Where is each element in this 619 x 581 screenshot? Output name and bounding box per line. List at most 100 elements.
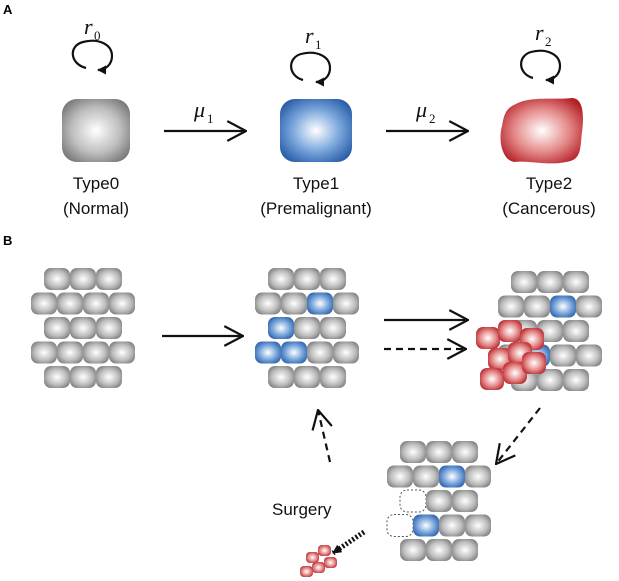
normal-cell [400,539,426,561]
normal-cell [563,271,589,293]
normal-cell [70,317,96,339]
normal-cell [426,490,452,512]
panel-b-letter: B [3,233,12,248]
premalignant-cell [307,292,333,315]
type2-desc: (Cancerous) [502,199,596,218]
normal-cell [576,295,602,318]
normal-cell [268,366,294,388]
type1-group: r 1 Type1 (Premalignant) [260,23,372,218]
normal-cell [70,366,96,388]
normal-cell [96,366,122,388]
mu1-symbol: μ [193,97,205,122]
transition-mu1: μ 1 [164,97,246,131]
arrow-cancer-to-surgery-dashed [496,407,541,464]
normal-cell [83,341,109,364]
type0-group: r 0 Type0 (Normal) [62,14,130,218]
tissue-cancerous [476,271,602,391]
normal-cell [426,441,452,463]
type0-desc: (Normal) [63,199,129,218]
normal-cell [268,268,294,290]
type1-rate-subscript: 1 [315,37,322,52]
premalignant-cell [439,465,465,488]
type2-name: Type2 [526,174,572,193]
excised-cancer-cell [324,557,337,568]
normal-cell [413,465,439,488]
type1-name: Type1 [293,174,339,193]
premalignant-cell [268,317,294,339]
type2-cell [500,98,583,164]
normal-cell [294,317,320,339]
normal-cell [333,341,359,364]
normal-cell [255,292,281,315]
normal-cell [550,344,576,367]
mu2-symbol: μ [415,97,427,122]
type0-self-loop-icon [71,39,114,75]
removed-cell-outline [386,514,414,537]
panel-a-letter: A [3,2,13,17]
type1-cell [280,99,352,162]
type0-rate-symbol: r [84,14,93,39]
normal-cell [109,341,135,364]
type2-rate-subscript: 2 [545,34,552,49]
normal-cell [31,292,57,315]
type1-self-loop-icon [290,51,332,87]
excised-cancer-cell [300,566,313,577]
normal-cell [537,369,563,391]
normal-cell [439,514,465,537]
normal-cell [281,292,307,315]
normal-cell [452,441,478,463]
premalignant-cell [255,341,281,364]
normal-cell [498,295,524,318]
normal-cell [320,317,346,339]
normal-cell [537,271,563,293]
normal-cell [576,344,602,367]
normal-cell [109,292,135,315]
normal-cell [44,366,70,388]
normal-cell [96,268,122,290]
excised-cancer-cluster [300,545,337,577]
normal-cell [452,490,478,512]
mu1-subscript: 1 [207,111,214,126]
tissue-premalignant [255,268,359,388]
normal-cell [307,341,333,364]
normal-cell [465,465,491,488]
normal-cell [563,320,589,342]
normal-cell [96,317,122,339]
type1-desc: (Premalignant) [260,199,372,218]
cancer-cell [476,327,500,349]
normal-cell [333,292,359,315]
type0-rate-subscript: 0 [94,28,101,43]
premalignant-cell [281,341,307,364]
normal-cell [465,514,491,537]
type0-cell [62,99,130,162]
normal-cell [294,268,320,290]
surgery-label: Surgery [272,500,332,519]
mu2-subscript: 2 [429,111,436,126]
tissue-normal [31,268,135,388]
excised-cancer-cell [306,552,319,563]
normal-cell [563,369,589,391]
normal-cell [524,295,550,318]
excised-cancer-cell [312,562,325,573]
normal-cell [57,341,83,364]
cancer-cell [498,320,522,342]
type0-name: Type0 [73,174,119,193]
normal-cell [44,317,70,339]
normal-cell [31,341,57,364]
type2-self-loop-icon [520,49,562,85]
cancer-cell [503,362,527,384]
cancer-cell [480,368,504,390]
arrow-surgery-to-premalignant-dashed [318,410,330,463]
premalignant-cell [413,514,439,537]
premalignant-cell [550,295,576,318]
surgery-removal-arrow-icon [331,529,366,556]
normal-cell [511,271,537,293]
normal-cell [294,366,320,388]
normal-cell [426,539,452,561]
type1-rate-symbol: r [305,23,314,48]
normal-cell [400,441,426,463]
cancer-cell [522,352,546,374]
excised-cancer-cell [318,545,331,556]
transition-mu2: μ 2 [386,97,468,131]
